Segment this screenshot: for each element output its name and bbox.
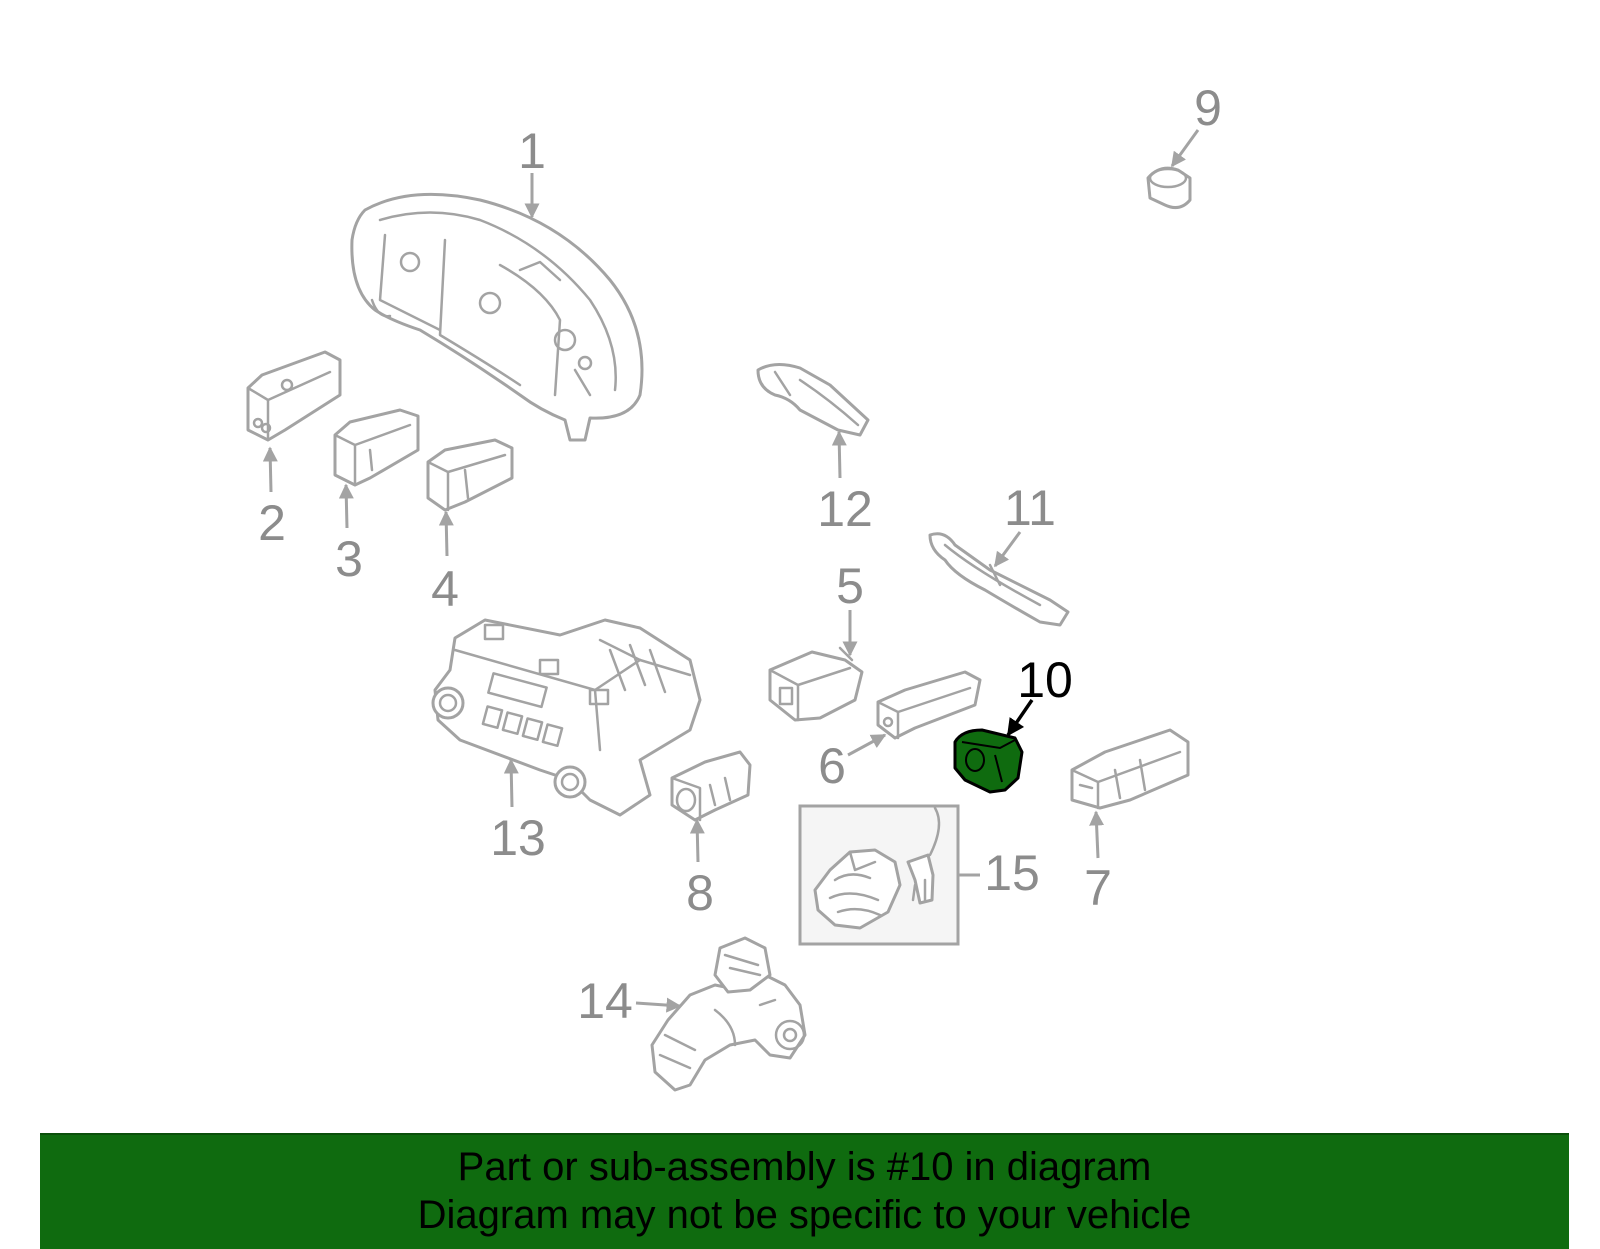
- callout-14: 14: [577, 973, 633, 1029]
- part-4-switch: [426, 438, 514, 512]
- part-2-switch: [246, 350, 342, 442]
- part-6-switch: [876, 670, 982, 740]
- part-13-climate-control: [431, 618, 702, 817]
- part-3-switch: [333, 408, 420, 487]
- callout-13: 13: [490, 810, 546, 866]
- part-11-bracket: [928, 532, 1070, 627]
- banner-line-part-number: Part or sub-assembly is #10 in diagram: [457, 1145, 1152, 1189]
- info-banner: Part or sub-assembly is #10 in diagram D…: [40, 1133, 1569, 1249]
- callout-1: 1: [518, 123, 546, 179]
- callout-2: 2: [258, 495, 286, 551]
- callout-15: 15: [984, 845, 1040, 901]
- callout-9: 9: [1194, 80, 1222, 136]
- part-10-switch-highlighted: [953, 728, 1024, 794]
- part-12-bracket: [756, 363, 870, 437]
- part-9-cap: [1146, 166, 1192, 210]
- part-14-ignition-lock: [650, 936, 807, 1092]
- part-8-switch: [670, 750, 752, 822]
- callout-8: 8: [686, 865, 714, 921]
- callouts: 1 2 3 4 5 6 7 8 9 10 11 12 13 14 15: [258, 80, 1222, 1029]
- banner-line-disclaimer: Diagram may not be specific to your vehi…: [417, 1193, 1192, 1237]
- callout-5: 5: [836, 558, 864, 614]
- leader-lines: [262, 129, 1200, 1013]
- callout-6: 6: [818, 738, 846, 794]
- callout-10-highlighted: 10: [1017, 652, 1073, 708]
- part-7-switch: [1070, 728, 1190, 810]
- callout-11: 11: [1004, 480, 1056, 536]
- part-5-switch: [768, 646, 864, 722]
- callout-12: 12: [817, 481, 873, 537]
- part-15-lock-cylinder-kit: [798, 804, 960, 946]
- callout-4: 4: [431, 561, 459, 617]
- part-1-instrument-cluster: [350, 192, 644, 442]
- callout-3: 3: [335, 531, 363, 587]
- callout-7: 7: [1084, 860, 1112, 916]
